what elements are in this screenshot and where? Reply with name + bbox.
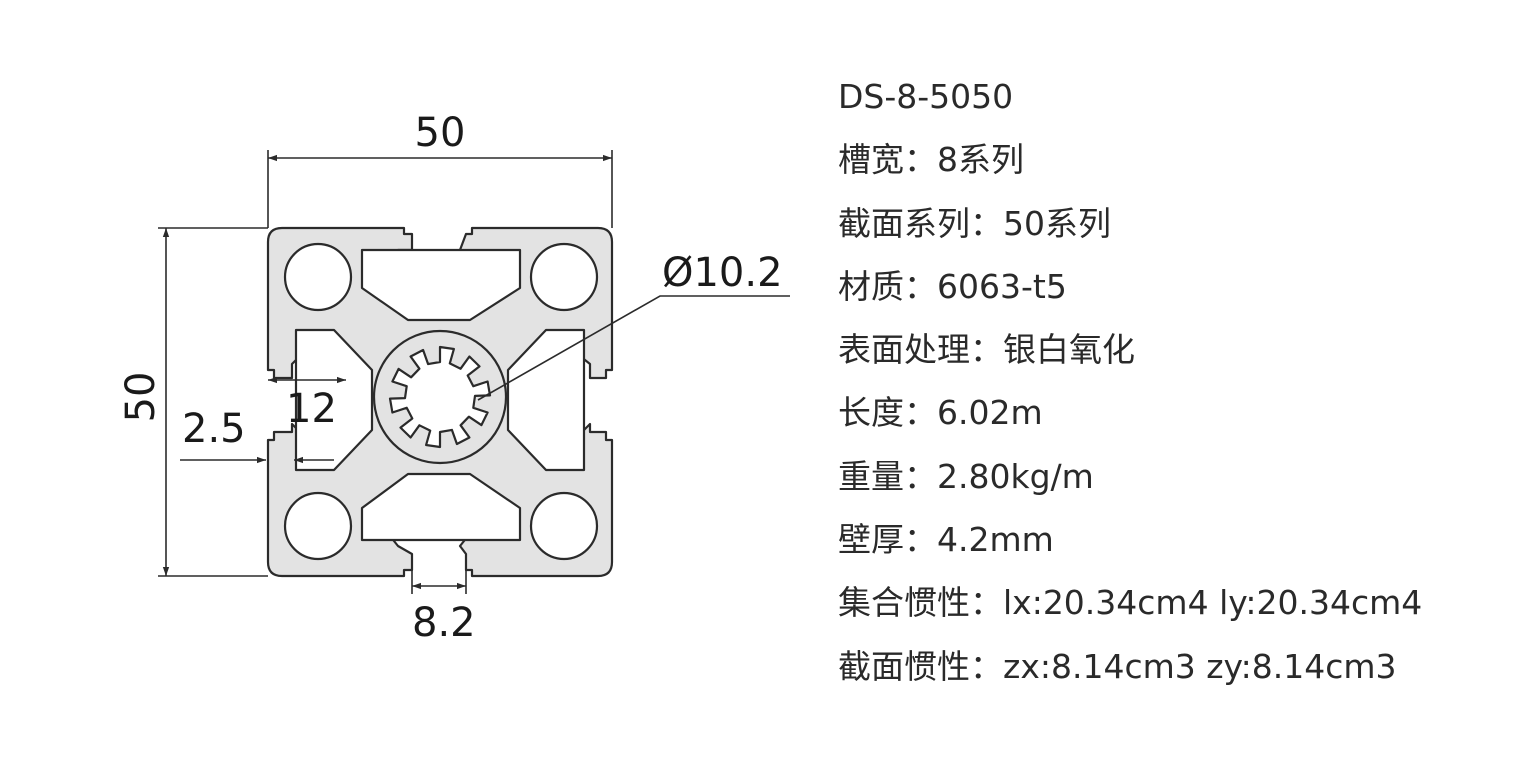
spec-value: 8系列 — [937, 140, 1024, 180]
spec-label: 重量： — [838, 456, 937, 496]
spec-label: 长度： — [838, 393, 937, 433]
dimension-lines — [158, 150, 790, 594]
spec-label: 壁厚： — [838, 520, 937, 560]
spec-label: 表面处理： — [838, 330, 1003, 370]
spec-label: 槽宽： — [838, 140, 937, 180]
spec-value: 50系列 — [1003, 203, 1111, 243]
spec-label: 截面系列： — [838, 203, 1003, 243]
profile-cross-section-drawing: 50 50 Ø10.2 12 2.5 8.2 — [118, 110, 790, 646]
wall-offset-label: 2.5 — [182, 406, 246, 452]
cavity-left — [294, 328, 374, 472]
spec-row-wall-thickness: 壁厚：4.2mm — [838, 513, 1528, 576]
spec-value: 2.80kg/m — [937, 456, 1094, 496]
spec-value: lx:20.34cm4 ly:20.34cm4 — [1003, 583, 1423, 623]
spec-row-weight: 重量：2.80kg/m — [838, 450, 1528, 513]
center-bore — [388, 345, 492, 449]
spec-value: 4.2mm — [937, 520, 1054, 560]
spec-label: 截面惯性： — [838, 646, 1003, 686]
cavity-right — [506, 328, 586, 472]
spec-row-moment-of-inertia: 集合惯性：lx:20.34cm4 ly:20.34cm4 — [838, 576, 1528, 639]
spec-value: 6063-t5 — [937, 266, 1067, 306]
model-number: DS-8-5050 — [838, 77, 1014, 116]
height-dimension-label: 50 — [118, 372, 164, 423]
slot-width-label: 8.2 — [412, 600, 476, 646]
spec-row-surface-treatment: 表面处理：银白氧化 — [838, 323, 1528, 386]
corner-hole-tr — [529, 242, 599, 312]
corner-hole-br — [529, 491, 599, 561]
spec-row-length: 长度：6.02m — [838, 386, 1528, 449]
dimension-labels: 50 50 Ø10.2 12 2.5 8.2 — [118, 110, 783, 646]
corner-hole-bl — [283, 491, 353, 561]
corner-hole-tl — [283, 242, 353, 312]
slot-depth-label: 12 — [286, 386, 337, 432]
spec-value: 银白氧化 — [1003, 330, 1135, 370]
spec-value: zx:8.14cm3 zy:8.14cm3 — [1003, 646, 1397, 686]
spec-value: 6.02m — [937, 393, 1043, 433]
bore-leader-line — [477, 295, 790, 401]
profile-outline — [266, 226, 614, 578]
spec-row-section-series: 截面系列：50系列 — [838, 197, 1528, 260]
cavity-top — [360, 248, 522, 322]
spec-label: 集合惯性： — [838, 583, 1003, 623]
bore-diameter-label: Ø10.2 — [662, 250, 783, 296]
spec-list: DS-8-5050 槽宽：8系列 截面系列：50系列 材质：6063-t5 表面… — [838, 70, 1528, 703]
spec-row-material: 材质：6063-t5 — [838, 260, 1528, 323]
spec-row-slot-width: 槽宽：8系列 — [838, 133, 1528, 196]
cavity-bottom — [360, 472, 522, 542]
spec-label: 材质： — [838, 266, 937, 306]
width-dimension-label: 50 — [415, 110, 466, 156]
spec-row-section-modulus: 截面惯性：zx:8.14cm3 zy:8.14cm3 — [838, 640, 1528, 703]
